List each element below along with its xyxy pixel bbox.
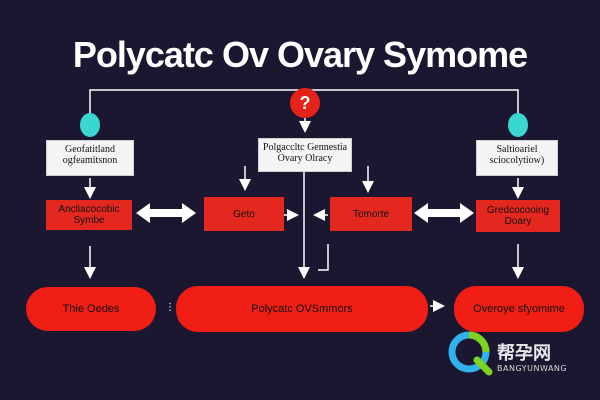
left-node-dot — [80, 113, 100, 137]
box-center-left-mid: Geto — [204, 197, 284, 231]
double-arrow-left — [136, 203, 196, 223]
question-mark-icon: ? — [290, 88, 320, 118]
box-center-top: Polgaccltc Gennestia Ovary Olracy — [258, 138, 352, 172]
box-right-top: Saltioariel sciocolytiow) — [476, 140, 558, 176]
watermark-subtext: BANGYUNWANG — [497, 364, 568, 373]
q-logo-icon — [448, 331, 493, 376]
pill-left: Thie Oedes — [26, 287, 156, 331]
watermark-text: 帮孕网 — [497, 343, 551, 364]
question-mark-text: ? — [299, 92, 311, 113]
box-center-right-mid: Tomorte — [330, 197, 412, 231]
arrow-center-hook — [318, 244, 329, 271]
right-node-dot — [508, 113, 528, 137]
double-arrow-right — [414, 203, 474, 223]
box-right-mid: Gredcocooing Doary — [476, 200, 560, 232]
dot-marker-left: ⋮ — [165, 302, 175, 313]
diagram-title: Polycatc Ov Ovary Symome — [72, 34, 528, 75]
box-left-top: Geofatitland ogfeamitsnon — [46, 140, 134, 176]
pill-right: Overoye sfyomime — [454, 286, 584, 332]
pill-center: Polycatc OVSmmors — [176, 286, 428, 332]
box-left-mid: Ancliacocobic Symbe — [46, 200, 132, 230]
